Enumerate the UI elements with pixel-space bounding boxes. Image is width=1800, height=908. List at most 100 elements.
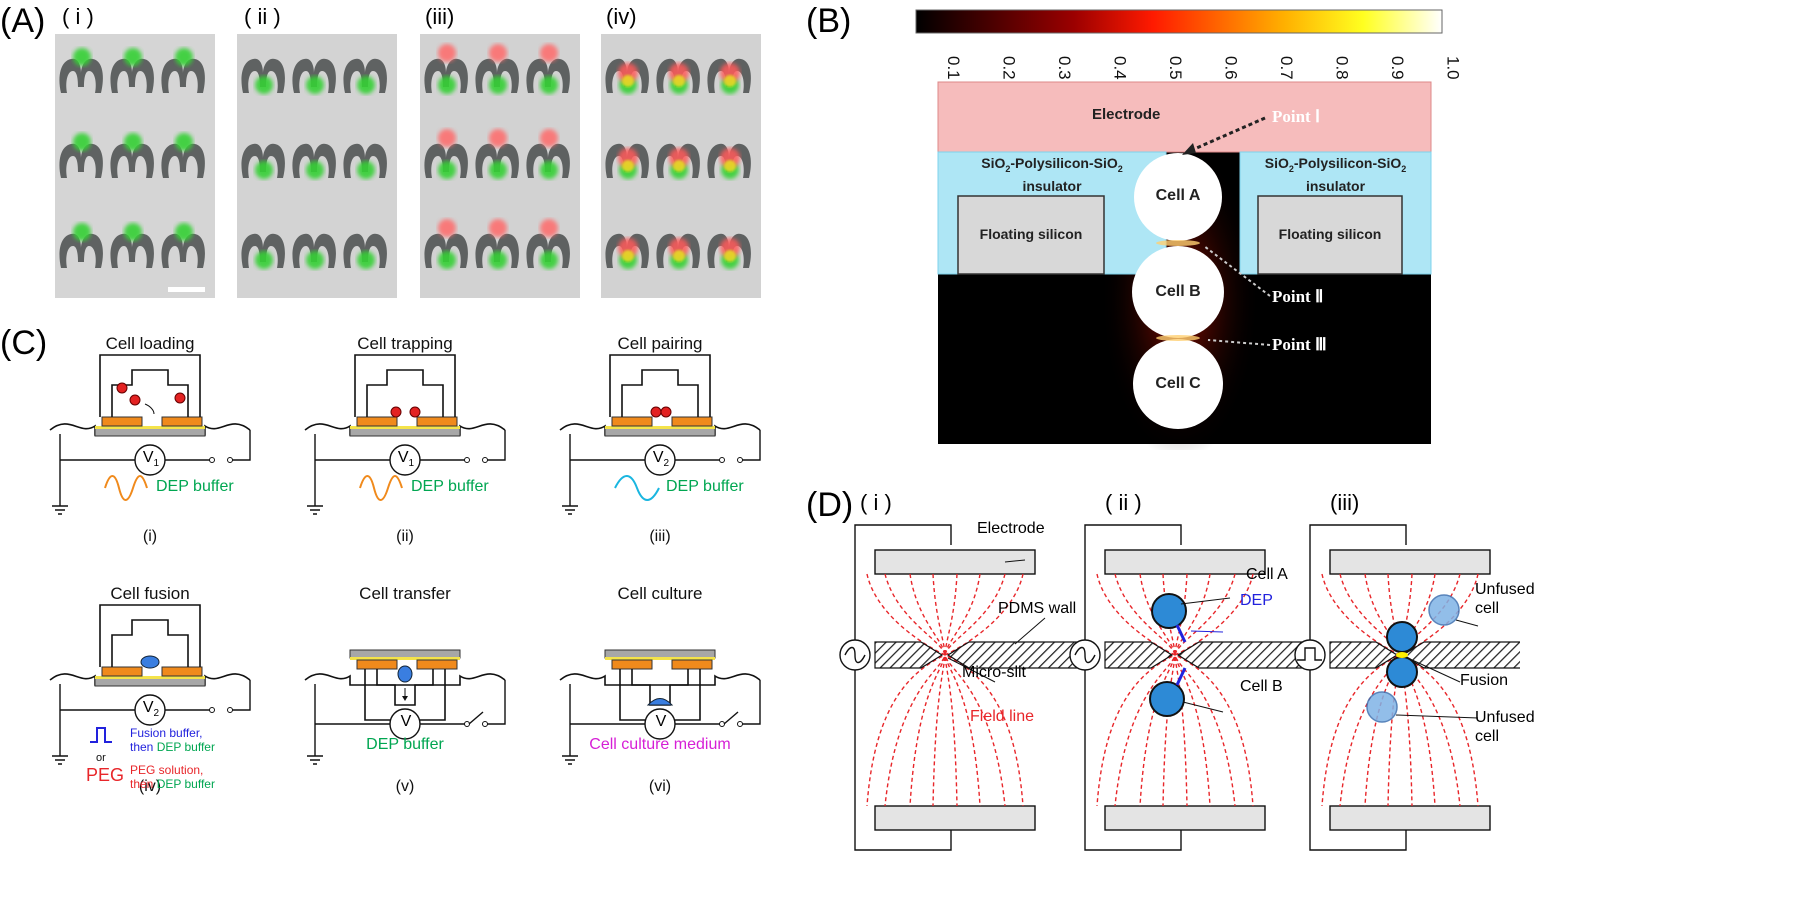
buffer-label: DEP buffer [156, 478, 234, 495]
insulator-right-text-c: insulator [1305, 177, 1366, 194]
panel-a-sub-iv: (iv) [606, 4, 637, 29]
green-cell [124, 223, 142, 241]
voltage-symbol: V [655, 713, 667, 730]
voltage-subscript: 1 [153, 458, 160, 470]
green-cell [540, 161, 558, 179]
green-cell [357, 251, 375, 269]
electrode-label: Electrode [1092, 106, 1161, 123]
schematic-2 [304, 354, 506, 515]
green-cell [306, 76, 324, 94]
insulator-left-sub-b: 2 [1117, 163, 1123, 174]
step-number: (iii) [649, 528, 671, 545]
colorbar-tick-label: 0.8 [1333, 56, 1352, 80]
insulator-right-text-b: -Polysilicon-SiO [1293, 155, 1402, 171]
red-cell [489, 219, 507, 237]
insulator-left-sub-a: 2 [1005, 163, 1011, 174]
green-cell [73, 48, 91, 66]
point-iii-label: Point Ⅲ [1272, 335, 1327, 354]
cell-a-label: Cell A [1155, 187, 1201, 204]
panel-d-letter: (D) [806, 486, 854, 524]
panel-a-letter: (A) [0, 2, 46, 40]
buffer-label: DEP buffer [366, 736, 444, 753]
label-cell-b: Cell B [1240, 678, 1283, 695]
green-cell [255, 161, 273, 179]
cell-a [1134, 153, 1222, 241]
panel-a-sub-iii: (iii) [425, 4, 455, 29]
green-cell [357, 76, 375, 94]
panel-b: (B) [800, 0, 1500, 450]
step-title: Cell transfer [359, 584, 451, 603]
cell-b-label: Cell B [1155, 283, 1201, 300]
insulator-right-label: SiO2-Polysilicon-SiO2 insulator [1240, 155, 1431, 195]
green-cell [306, 251, 324, 269]
insulator-left-text-a: SiO [981, 155, 1006, 171]
fusion-buffer-line2: then DEP buffer [130, 740, 215, 754]
colorbar-tick-label: 0.9 [1388, 56, 1407, 80]
peg-dep-buffer: DEP buffer [156, 777, 215, 791]
colorbar-tick-label: 0.6 [1222, 56, 1241, 80]
red-cell [489, 44, 507, 62]
green-cell [124, 48, 142, 66]
red-cell [540, 44, 558, 62]
scale-bar [168, 287, 205, 292]
green-cell [255, 76, 273, 94]
peg-then: then [130, 777, 157, 791]
step-number: (iv) [138, 778, 162, 795]
label-unfused-top-b: cell [1475, 600, 1500, 617]
green-cell [175, 48, 193, 66]
insulator-right-sub-a: 2 [1288, 163, 1294, 174]
panel-c-letter: (C) [0, 324, 48, 362]
green-cell [489, 251, 507, 269]
red-cell [540, 219, 558, 237]
buffer-label: DEP buffer [411, 478, 489, 495]
green-cell [438, 76, 456, 94]
buffer-label: Cell culture medium [589, 736, 731, 753]
label-unfused-top: Unfused cell [1475, 580, 1535, 618]
insulator-left-label: SiO2-Polysilicon-SiO2 insulator [940, 155, 1164, 195]
label-unfused-bottom: Unfused cell [1475, 708, 1535, 746]
step-title: Cell pairing [617, 334, 703, 353]
green-cell [489, 76, 507, 94]
fusion-buffer-line1: Fusion buffer, [130, 726, 203, 740]
label-fusion: Fusion [1460, 672, 1509, 689]
green-cell [306, 161, 324, 179]
green-cell [175, 223, 193, 241]
voltage-source-label: V1 [140, 449, 162, 469]
cell-c-label: Cell C [1155, 375, 1201, 392]
panel-d-graphic [839, 524, 1520, 851]
voltage-subscript: 1 [408, 458, 415, 470]
red-cell [438, 129, 456, 147]
panel-d-sub-i: ( i ) [860, 490, 892, 515]
schematic-6 [559, 649, 761, 765]
label-unfused-bottom-a: Unfused [1475, 709, 1535, 726]
schematic-5 [304, 649, 506, 765]
label-pdms-wall: PDMS wall [998, 600, 1077, 617]
electrode-block [937, 81, 1432, 153]
label-unfused-bottom-b: cell [1475, 728, 1500, 745]
green-cell [438, 251, 456, 269]
green-cell [255, 251, 273, 269]
panel-d-sub-ii: ( ii ) [1105, 490, 1142, 515]
colorbar [915, 9, 1443, 34]
fusion-diagram-3 [1294, 524, 1520, 851]
insulator-right-sub-b: 2 [1401, 163, 1407, 174]
floating-silicon-left [957, 195, 1105, 275]
red-cell [438, 44, 456, 62]
cell-b [1132, 246, 1224, 338]
buffer-label: DEP buffer [666, 478, 744, 495]
fusion-diagram-2 [1069, 524, 1311, 851]
green-cell [175, 133, 193, 151]
colorbar-tick-label: 0.4 [1111, 56, 1130, 80]
green-cell [73, 133, 91, 151]
step-number: (vi) [648, 778, 672, 795]
step-title: Cell culture [617, 584, 703, 603]
point-i-pointer [1191, 116, 1266, 152]
insulator-left-text-c: insulator [1022, 177, 1082, 194]
fusion-or: or [96, 752, 106, 764]
point-ii-pointer [1203, 245, 1271, 297]
label-electrode: Electrode [977, 520, 1045, 537]
red-cell [489, 129, 507, 147]
step-number: (v) [395, 778, 415, 795]
label-micro-slit: Micro-slit [962, 664, 1026, 681]
colorbar-tick-label: 0.1 [944, 56, 963, 80]
